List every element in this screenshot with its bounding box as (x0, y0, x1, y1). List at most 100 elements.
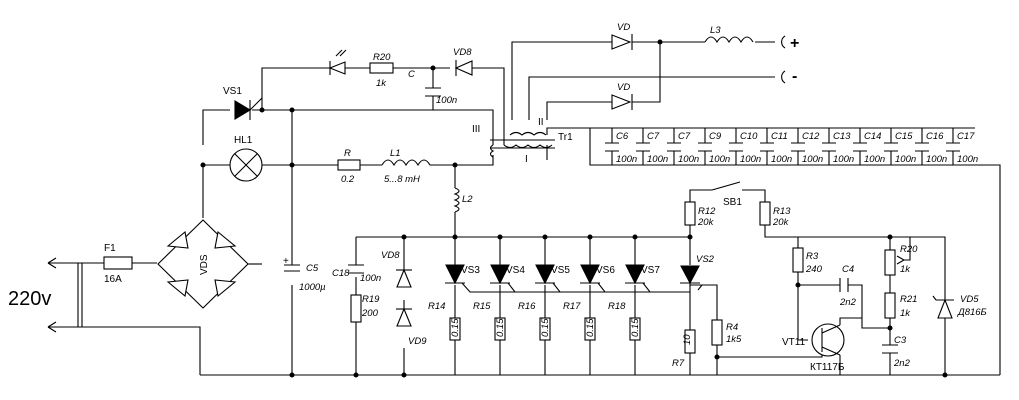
thyristor-ref: VS3 (461, 265, 480, 276)
c18-value: 100n (360, 273, 381, 284)
vd5-bar (932, 295, 954, 301)
bank-capacitor-ref: C13 (833, 131, 851, 142)
shunt-and-l1: R 0.2 L1 5...8 mH (337, 148, 435, 185)
cathode-resistor-ref: R17 (563, 301, 581, 312)
vd5-type: Д816Б (957, 307, 987, 318)
gate-bus (461, 282, 690, 293)
ujt-type: КТ117Б (810, 362, 845, 373)
transformer-ref: Tr1 (558, 132, 573, 143)
r7-body (684, 329, 696, 354)
thyristor-ref: VS4 (506, 265, 525, 276)
thyristor-body (535, 264, 555, 285)
junction (401, 372, 407, 378)
l3-coil (704, 36, 754, 44)
r19-body (350, 294, 362, 323)
terminal-plus-jack (781, 35, 786, 49)
r13-body (759, 201, 771, 226)
bank-capacitor (915, 128, 929, 165)
c18-ref: C18 (332, 268, 350, 279)
vs2-body (680, 265, 700, 285)
r4-value: 1k5 (726, 334, 742, 345)
vs2-gate (680, 282, 704, 291)
c5-plus: + (283, 256, 289, 267)
junction (452, 162, 458, 168)
cathode-resistor-value: 0.15 (450, 318, 461, 337)
r13-ref: R13 (773, 206, 791, 217)
shunt-body (337, 159, 361, 171)
transformer-tr1: III II I Tr1 (472, 117, 573, 165)
bank-capacitor-value: 100n (957, 154, 978, 165)
l2-coil (453, 187, 460, 213)
vs1-gate (249, 97, 263, 120)
l3-ref: L3 (710, 25, 721, 36)
terminal-plus: + (790, 35, 799, 52)
bridge-vds: VDS (157, 219, 249, 309)
vd9-zener-ref: VD9 (408, 336, 427, 347)
cathode-resistor (584, 317, 596, 341)
bank-capacitor (791, 128, 805, 165)
lamp-ref: HL1 (234, 135, 253, 146)
bank-capacitor (822, 128, 836, 165)
cap-c-plates (425, 87, 441, 97)
snubber-left: C18 100n R19 200 (332, 264, 381, 323)
junction (353, 372, 359, 378)
led-rays (329, 49, 347, 75)
r3-ref: R3 (806, 251, 819, 262)
junction (687, 234, 693, 240)
terminal-minus-jack (781, 70, 786, 84)
secondary-top (511, 41, 775, 120)
vd-top-ref: VD (617, 22, 630, 33)
r20-ref: R20 (900, 244, 918, 255)
c5-plates (284, 264, 300, 272)
mains-voltage-label: 220v (8, 288, 51, 310)
r20-wiper (904, 237, 911, 261)
bank-capacitor-ref: C17 (957, 131, 975, 142)
thyristor-array: VS30.15R14VS40.15R15VS50.15R16VS60.15R17… (428, 264, 660, 341)
bank-capacitor-value: 100n (740, 154, 761, 165)
ujt-ref: VT11 (782, 337, 806, 348)
l2-ref: L2 (462, 194, 473, 205)
r3-value: 240 (805, 264, 823, 275)
capacitor-bank: C6100nC7100nC7100nC9100nC10100nC11100nC1… (605, 128, 978, 165)
thyristor-body (625, 264, 645, 285)
vd8-zener-body (396, 268, 412, 288)
bank-capacitor (729, 128, 743, 165)
cathode-resistor-value: 0.15 (630, 318, 641, 337)
vd8-indicator-ref: VD8 (453, 47, 472, 58)
sb1-contact[interactable] (711, 181, 741, 191)
r7-value: 10 (682, 334, 693, 345)
thyristor-body (445, 264, 465, 285)
bank-capacitor-ref: C15 (895, 131, 913, 142)
terminal-minus: - (792, 68, 797, 85)
cathode-resistor (449, 317, 461, 341)
bank-capacitor-ref: C16 (926, 131, 944, 142)
bank-capacitor (667, 128, 681, 165)
r20-arrow (896, 255, 905, 265)
vs1-node (252, 109, 293, 375)
cathode-resistor-ref: R15 (473, 301, 491, 312)
junction (401, 234, 407, 240)
c4-plates (839, 278, 849, 292)
thyristor-body (490, 264, 510, 285)
bank-capacitor-ref: C7 (678, 131, 691, 142)
bank-capacitor (605, 128, 619, 165)
bank-capacitor (884, 128, 898, 165)
junction (942, 372, 948, 378)
vd-bottom-ref: VD (617, 82, 630, 93)
c5-value: 1000µ (299, 282, 326, 293)
bank-capacitor-value: 100n (709, 154, 730, 165)
bank-capacitor-value: 100n (771, 154, 792, 165)
ujt-emitter-link (717, 343, 823, 358)
indicator-circuit: R20 1k C 100n VD8 (328, 47, 473, 106)
r20-indicator-ref: R20 (373, 52, 391, 63)
bank-capacitor (760, 128, 774, 165)
junction (657, 39, 663, 45)
junction (887, 234, 893, 240)
r13-wire (742, 189, 946, 375)
r4-ref: R4 (726, 322, 738, 333)
winding-iii-label: III (472, 124, 480, 135)
lamp-cross (234, 153, 258, 177)
c3-plates (882, 344, 898, 354)
winding-i-label: I (525, 154, 528, 165)
vd8-zener-ref: VD8 (381, 250, 400, 261)
